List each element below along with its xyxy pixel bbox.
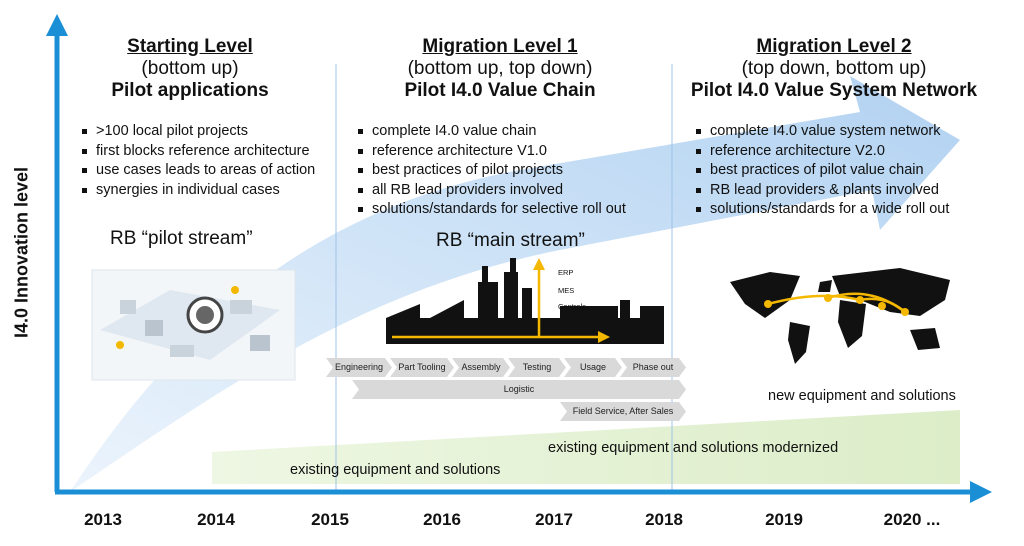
stage-usage: Usage xyxy=(564,358,622,377)
stage-phase-out: Phase out xyxy=(620,358,686,377)
stage-label: Assembly xyxy=(461,362,501,372)
world-map xyxy=(730,268,950,364)
year-2017: 2017 xyxy=(535,510,573,529)
starting-level-heading: Starting Level (bottom up) Pilot applica… xyxy=(90,36,290,102)
starting-level-subtitle: (bottom up) xyxy=(141,58,239,79)
stage-assembly: Assembly xyxy=(452,358,510,377)
pilot-factory-illustration xyxy=(91,269,296,381)
stage-part-tooling: Part Tooling xyxy=(390,358,454,377)
logistic-bar: Logistic xyxy=(352,380,686,399)
starting-level-title: Starting Level xyxy=(127,36,253,57)
bullet-item: complete I4.0 value chain xyxy=(356,122,626,142)
innovation-arrow xyxy=(70,76,960,492)
world-connections xyxy=(767,292,906,313)
year-2013: 2013 xyxy=(84,510,122,529)
new-equipment-label: new equipment and solutions xyxy=(768,388,956,404)
bullet-item: >100 local pilot projects xyxy=(80,122,315,142)
bullet-item: all RB lead providers involved xyxy=(356,181,626,201)
migration-level-1-subtitle: (bottom up, top down) xyxy=(407,58,593,79)
existing-equipment-label: existing equipment and solutions xyxy=(290,462,501,478)
pilot-stream-label: RB “pilot stream” xyxy=(110,228,253,249)
y-axis-arrowhead xyxy=(46,14,68,36)
main-stream-label: RB “main stream” xyxy=(436,230,585,251)
level-mes: MES xyxy=(558,286,575,295)
year-2016: 2016 xyxy=(423,510,461,529)
y-axis-label: I4.0 Innovation level xyxy=(11,166,32,339)
starting-level-subheading: Pilot applications xyxy=(111,80,269,101)
migration-level-1-subheading: Pilot I4.0 Value Chain xyxy=(404,80,596,101)
stage-label: Usage xyxy=(579,362,606,372)
year-2020: 2020 ... xyxy=(883,510,941,529)
bullet-item: solutions/standards for a wide roll out xyxy=(694,200,949,220)
migration-level-1-title: Migration Level 1 xyxy=(422,36,578,57)
migration-level-2-subheading: Pilot I4.0 Value System Network xyxy=(690,80,978,101)
level-actuators: Actuators xyxy=(558,318,590,327)
bullet-item: reference architecture V2.0 xyxy=(694,142,949,162)
level-controls: Controls xyxy=(558,302,586,311)
levels-arrow-head xyxy=(533,258,545,270)
bullet-item: solutions/standards for selective roll o… xyxy=(356,200,626,220)
migration-level-2-subtitle: (top down, bottom up) xyxy=(741,58,927,79)
year-2019: 2019 xyxy=(765,510,803,529)
starting-level-bullets: >100 local pilot projects first blocks r… xyxy=(80,122,315,200)
migration-level-2-bullets: complete I4.0 value system network refer… xyxy=(694,122,949,220)
migration-level-2-title: Migration Level 2 xyxy=(756,36,912,57)
modernized-equipment-label: existing equipment and solutions moderni… xyxy=(548,440,839,456)
migration-level-1-bullets: complete I4.0 value chain reference arch… xyxy=(356,122,626,220)
bullet-item: reference architecture V1.0 xyxy=(356,142,626,162)
logistic-label: Logistic xyxy=(503,384,535,394)
stage-label: Phase out xyxy=(632,362,674,372)
level-erp: ERP xyxy=(558,268,574,277)
stage-engineering: Engineering xyxy=(326,358,392,377)
bullet-item: first blocks reference architecture xyxy=(80,142,315,162)
stage-label: Engineering xyxy=(334,362,384,372)
bullet-item: synergies in individual cases xyxy=(80,181,315,201)
bullet-item: best practices of pilot value chain xyxy=(694,161,949,181)
bullet-item: use cases leads to areas of action xyxy=(80,161,315,181)
bullet-item: best practices of pilot projects xyxy=(356,161,626,181)
field-service-bar: Field Service, After Sales xyxy=(560,402,686,421)
existing-band xyxy=(212,410,960,484)
flow-arrow-head xyxy=(598,331,610,343)
bullet-item: complete I4.0 value system network xyxy=(694,122,949,142)
year-2014: 2014 xyxy=(197,510,235,529)
year-2018: 2018 xyxy=(645,510,683,529)
field-service-label: Field Service, After Sales xyxy=(572,406,674,416)
migration-level-2-heading: Migration Level 2 (top down, bottom up) … xyxy=(674,36,994,102)
stage-testing: Testing xyxy=(508,358,566,377)
bullet-item: RB lead providers & plants involved xyxy=(694,181,949,201)
world-nodes xyxy=(764,294,909,316)
stage-label: Part Tooling xyxy=(398,362,446,372)
factory-silhouette xyxy=(386,258,664,344)
migration-level-1-heading: Migration Level 1 (bottom up, top down) … xyxy=(350,36,650,102)
stage-label: Testing xyxy=(522,362,552,372)
x-axis-arrowhead xyxy=(970,481,992,503)
year-2015: 2015 xyxy=(311,510,349,529)
